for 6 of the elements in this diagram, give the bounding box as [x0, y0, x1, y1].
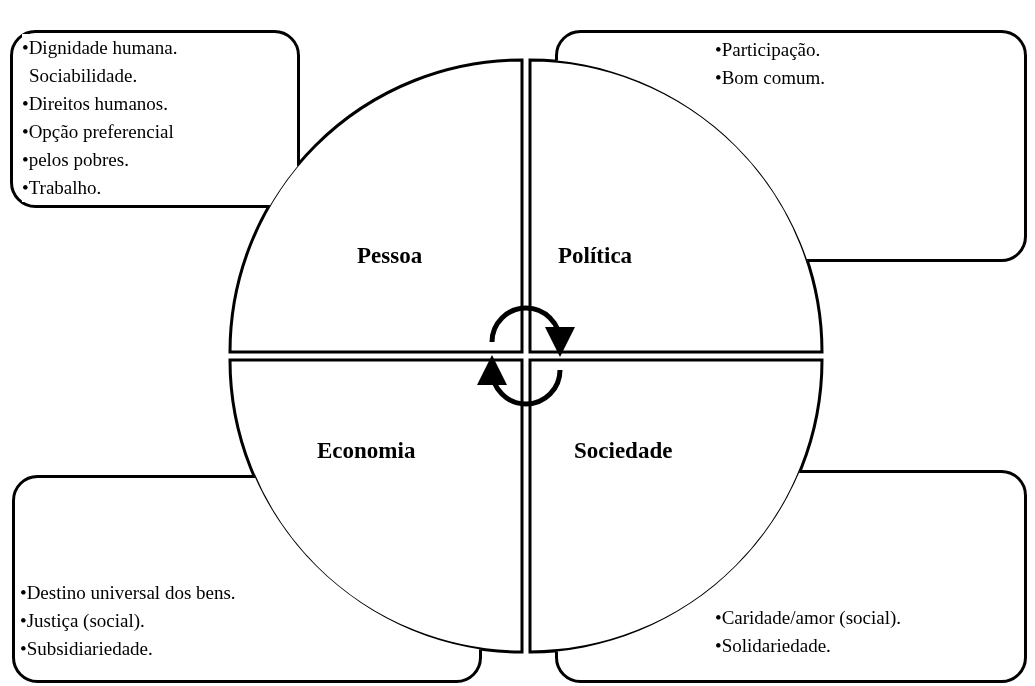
quadrant-title: Pessoa	[357, 243, 423, 269]
curved-arrow	[489, 305, 575, 357]
quadrant-title: Sociedade	[574, 438, 673, 464]
quadrant-title: Política	[558, 243, 633, 269]
quadrant-title: Economia	[317, 438, 416, 464]
curved-arrow	[477, 355, 563, 407]
